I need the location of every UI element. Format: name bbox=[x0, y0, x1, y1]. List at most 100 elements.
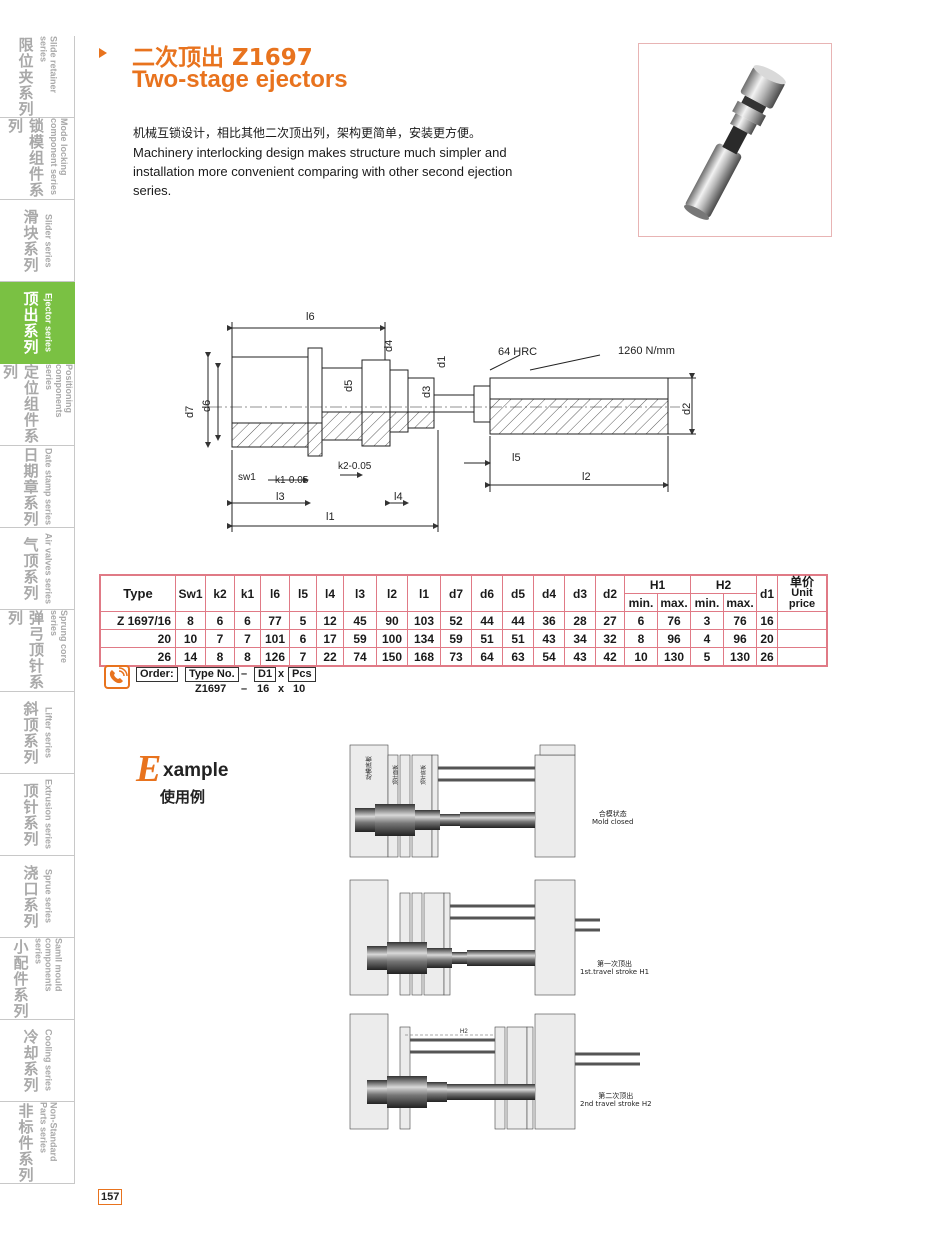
cell: 17 bbox=[316, 629, 344, 648]
sidebar-item-cn: 滑块系列 bbox=[21, 208, 40, 273]
col-k1: k1 bbox=[234, 574, 261, 612]
col-l6: l6 bbox=[260, 574, 290, 612]
col-l1: l1 bbox=[407, 574, 441, 612]
second-stroke-ejector-neck bbox=[427, 1082, 447, 1102]
cell: 10 bbox=[175, 629, 206, 648]
sidebar-item-en: Date stamp series bbox=[43, 447, 54, 526]
cell: 168 bbox=[407, 647, 441, 667]
dim-d1: d1 bbox=[436, 356, 448, 368]
cell: 12 bbox=[316, 611, 344, 630]
cell: 51 bbox=[471, 629, 503, 648]
cell: 6 bbox=[624, 611, 658, 630]
cell: 43 bbox=[533, 629, 565, 648]
first-stroke-ejector-pin bbox=[467, 950, 535, 966]
cell: 134 bbox=[407, 629, 441, 648]
sidebar-item-cn: 锁模组件系列 bbox=[6, 118, 45, 198]
page-title-en: Two-stage ejectors bbox=[132, 66, 348, 93]
table-header-row: Type Sw1 k2 k1 l6 l5 l4 l3 l2 l1 d7 d6 d… bbox=[99, 574, 828, 612]
cell: 34 bbox=[564, 629, 596, 648]
sidebar-item-cn: 气顶系列 bbox=[21, 536, 40, 601]
title-arrow-icon bbox=[99, 48, 107, 58]
mold-closed-ejector-stem bbox=[440, 814, 460, 826]
cell: 130 bbox=[723, 647, 757, 667]
order-example-d1: 16 bbox=[257, 683, 270, 695]
dim-d5: d5 bbox=[343, 380, 355, 392]
first-stroke-ejector-neck bbox=[427, 948, 452, 968]
first-stroke-ejector-stem bbox=[452, 952, 467, 964]
cell: 45 bbox=[343, 611, 377, 630]
mold-closed-ejector-neck bbox=[415, 810, 440, 830]
cell: 5 bbox=[289, 611, 317, 630]
cell: 44 bbox=[502, 611, 534, 630]
cell: 3 bbox=[690, 611, 724, 630]
col-unit-price: 单价 Unit price bbox=[777, 574, 828, 612]
sidebar-item-en: Cooling series bbox=[43, 1029, 54, 1092]
cell: 6 bbox=[205, 611, 235, 630]
sidebar-item-cn: 顶出系列 bbox=[21, 290, 40, 355]
order-type-no: Type No. bbox=[185, 667, 239, 682]
sidebar-item-en: Extrusion series bbox=[43, 779, 54, 850]
order-pcs: Pcs bbox=[288, 667, 316, 682]
fig1-label-1: 顶针面板 bbox=[392, 765, 399, 785]
dim-l2: l2 bbox=[582, 471, 591, 483]
first-stroke-ejector-body bbox=[387, 942, 427, 974]
col-h1-max: max. bbox=[657, 593, 691, 612]
example-figure-second-stroke: H2 bbox=[349, 1013, 640, 1130]
cell: 42 bbox=[595, 647, 625, 667]
dim-d4: d4 bbox=[383, 340, 395, 352]
example-letter: E bbox=[136, 748, 162, 790]
sidebar-item-en: Slide retainer series bbox=[38, 36, 59, 94]
cell: 74 bbox=[343, 647, 377, 667]
page-number: 157 bbox=[98, 1189, 123, 1205]
example-figure-first-stroke bbox=[349, 879, 600, 996]
cell: 36 bbox=[533, 611, 565, 630]
dim-k2: k2-0.05 bbox=[338, 461, 372, 472]
sidebar-item-cn: 浇口系列 bbox=[21, 864, 40, 929]
phone-icon bbox=[104, 665, 130, 689]
cell: 43 bbox=[564, 647, 596, 667]
second-stroke-ejector-base bbox=[367, 1080, 387, 1104]
col-h2-max: max. bbox=[723, 593, 757, 612]
unit-price-en: Unit price bbox=[788, 587, 816, 610]
sidebar-item-en: Mode locking component series bbox=[49, 118, 69, 196]
table-row: Z 1697/16 8 6 6 77 5 12 45 90 103 52 44 … bbox=[99, 611, 828, 630]
fig3-caption: 第二次顶出 2nd travel stroke H2 bbox=[580, 1092, 652, 1108]
order-example-type: Z1697 bbox=[195, 683, 227, 695]
page-title-cn: 二次顶出 Z1697 bbox=[132, 45, 313, 71]
col-l5: l5 bbox=[289, 574, 317, 612]
cell: 7 bbox=[205, 629, 235, 648]
cell: 14 bbox=[175, 647, 206, 667]
sidebar-item-cn: 限位夹系列 bbox=[16, 36, 35, 117]
sidebar-item-en: Non-Standard Parts series bbox=[38, 1102, 59, 1162]
cell: 59 bbox=[440, 629, 472, 648]
sidebar-item-cn: 顶针系列 bbox=[21, 782, 40, 847]
cell bbox=[777, 647, 828, 667]
cell: 130 bbox=[657, 647, 691, 667]
fig2-caption: 第一次顶出 1st.travel stroke H1 bbox=[580, 960, 649, 976]
col-k2: k2 bbox=[205, 574, 235, 612]
cell: 4 bbox=[690, 629, 724, 648]
fig2-caption-cn: 第一次顶出 bbox=[597, 960, 633, 968]
cell: 73 bbox=[440, 647, 472, 667]
col-h1-min: min. bbox=[624, 593, 658, 612]
cell: 7 bbox=[289, 647, 317, 667]
cell: 76 bbox=[657, 611, 691, 630]
col-d6: d6 bbox=[471, 574, 503, 612]
col-d4: d4 bbox=[533, 574, 565, 612]
fig3-caption-en: 2nd travel stroke H2 bbox=[580, 1100, 652, 1108]
